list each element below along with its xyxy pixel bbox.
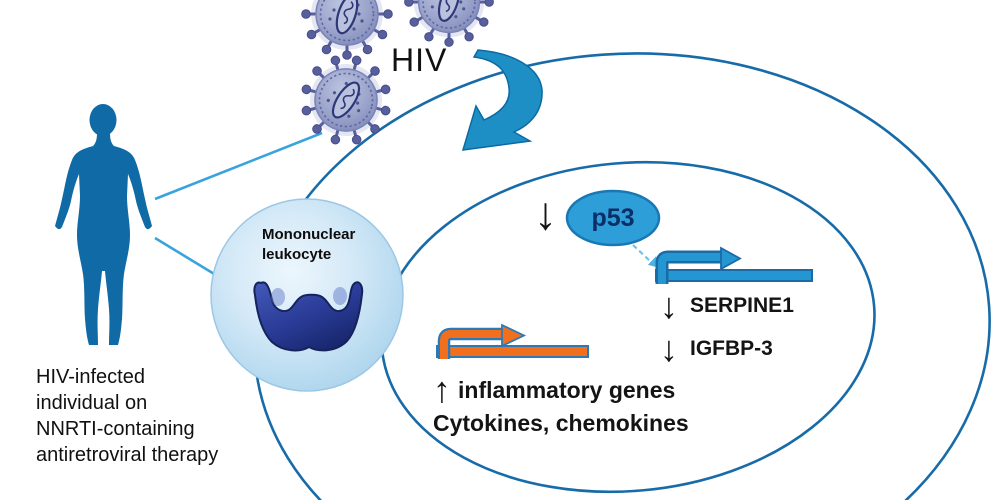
serpine1-label: SERPINE1 [690, 294, 794, 317]
hiv-label: HIV [391, 42, 448, 78]
p53-ellipse [565, 189, 661, 247]
inflammatory-row: ↑ inflammatory genes [433, 372, 675, 408]
serpine1-row: ↓ SERPINE1 [660, 288, 794, 324]
igfbp3-row: ↓ IGFBP-3 [660, 331, 773, 367]
leukocyte-nucleus [253, 281, 364, 352]
down-arrow-icon: ↓ [660, 328, 678, 369]
up-arrow-icon: ↑ [433, 369, 451, 410]
infection-arrow [461, 49, 543, 151]
inflammatory-genes-label: inflammatory genes [458, 376, 676, 403]
p53-label: p53 [591, 204, 635, 232]
person-silhouette [55, 104, 152, 345]
inflammatory-gene-symbol [436, 323, 589, 359]
hiv-virion-icon [300, 0, 394, 61]
cytokines-label: Cytokines, chemokines [433, 410, 689, 436]
leukocyte-label: Mononuclear leukocyte [262, 225, 355, 264]
igfbp3-label: IGFBP-3 [690, 337, 773, 360]
hiv-virion-icon [403, 0, 495, 48]
caption-line2: individual on [36, 392, 148, 414]
caption-line4: antiretroviral therapy [36, 444, 219, 466]
down-arrow-icon: ↓ [660, 285, 678, 326]
leukocyte-label-line2: leukocyte [262, 245, 332, 263]
caption-line1: HIV-infected [36, 366, 145, 388]
downregulated-gene-symbol [655, 246, 813, 284]
leukocyte-cell [210, 198, 404, 392]
p53-down-arrow: ↓ [534, 187, 557, 239]
person-caption: HIV-infected individual on NNRTI-contain… [36, 364, 218, 468]
caption-line3: NNRTI-containing [36, 418, 195, 440]
leukocyte-label-line1: Mononuclear [262, 226, 356, 243]
